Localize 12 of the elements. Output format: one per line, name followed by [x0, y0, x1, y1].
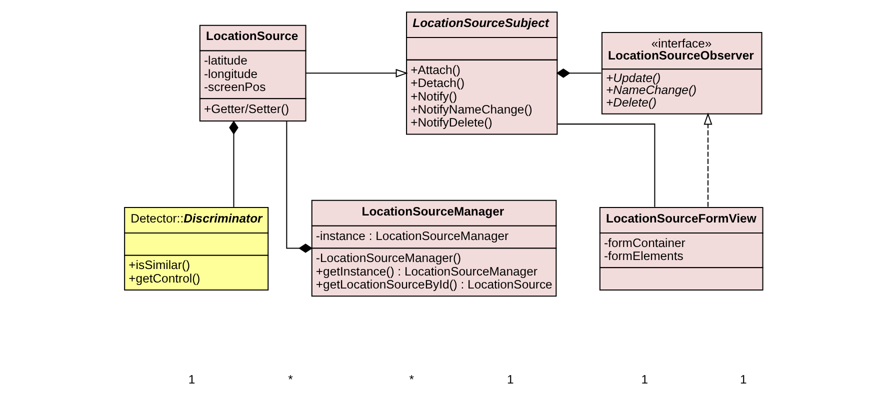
connector	[556, 68, 601, 78]
connector	[557, 124, 655, 207]
connector	[286, 121, 312, 253]
connector	[228, 120, 238, 207]
label: 1	[640, 372, 648, 387]
label: 1	[506, 372, 514, 387]
arrow	[703, 112, 712, 207]
label: *	[288, 372, 292, 387]
label: 1	[740, 372, 746, 387]
arrow	[305, 68, 408, 78]
label: *	[408, 372, 414, 387]
label: 1	[188, 372, 195, 387]
